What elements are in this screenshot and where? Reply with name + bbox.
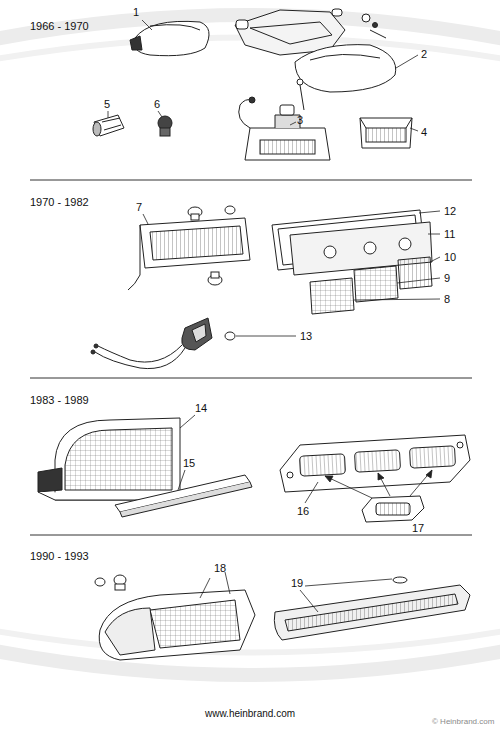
callout-number: 10 [444, 251, 456, 263]
callout-number: 14 [195, 402, 207, 414]
callout-number: 5 [104, 98, 110, 110]
callout-number: 1 [133, 6, 139, 18]
period-label: 1990 - 1993 [30, 550, 89, 562]
callout-number: 6 [154, 98, 160, 110]
callout-number: 19 [291, 577, 303, 589]
callout-number: 12 [444, 205, 456, 217]
callout-number: 13 [300, 330, 312, 342]
period-label: 1970 - 1982 [30, 196, 89, 208]
callout-number: 18 [214, 562, 226, 574]
callout-number: 2 [421, 48, 427, 60]
period-label: 1966 - 1970 [30, 20, 89, 32]
callout-number: 7 [136, 201, 142, 213]
callout-number: 8 [444, 293, 450, 305]
callout-number: 16 [297, 505, 309, 517]
callout-number: 9 [444, 272, 450, 284]
callout-number: 15 [183, 457, 195, 469]
period-label: 1983 - 1989 [30, 394, 89, 406]
callout-number: 4 [421, 126, 427, 138]
callout-number: 11 [444, 228, 455, 240]
callout-number: 3 [297, 114, 303, 126]
website-url: www.heinbrand.com [205, 708, 295, 720]
copyright-watermark: © Heinbrand.com [432, 716, 494, 728]
callout-number: 17 [412, 522, 424, 534]
